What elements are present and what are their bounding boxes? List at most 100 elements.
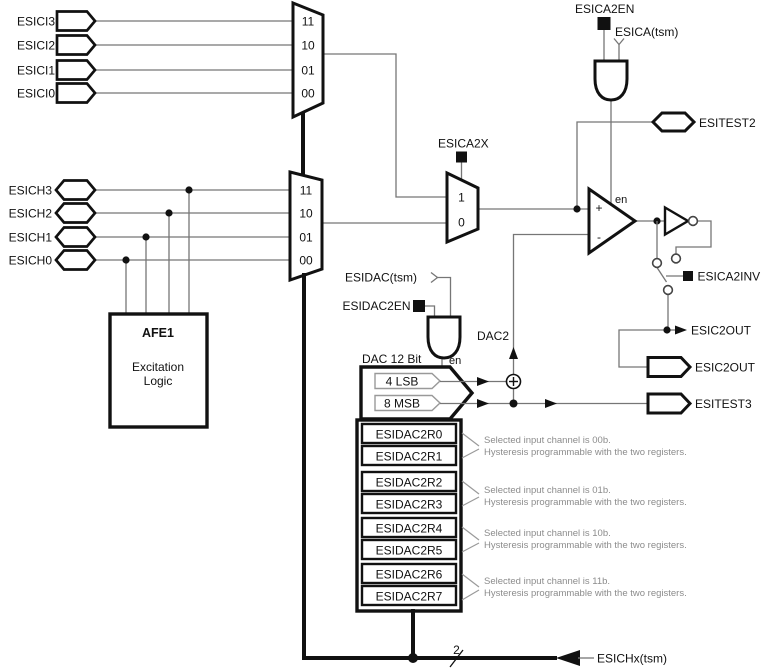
mux-sel-label: 01 — [299, 231, 313, 245]
inverter — [653, 205, 712, 254]
register-box — [360, 444, 458, 467]
esitest3-pin: ESITEST3 — [646, 392, 752, 415]
dac2-label: DAC2 — [477, 329, 509, 343]
tsm-chevron-icon — [430, 276, 438, 284]
annotation-bracket — [461, 542, 480, 553]
esica2x-mux: ESICA2X 1 0 — [438, 137, 589, 245]
register-box — [360, 422, 458, 445]
comparator-triangle — [587, 186, 638, 256]
switch-contact-icon — [670, 253, 682, 264]
annotation-line: Selected input channel is 10b. — [484, 528, 611, 539]
register-label: ESIDAC2R6 — [376, 568, 443, 582]
dac-enable-gate: ESIDAC(tsm) ESIDAC2EN en — [342, 271, 462, 367]
esica-tsm-label: ESICA(tsm) — [615, 25, 678, 39]
and-gate-icon — [593, 59, 629, 102]
pin-label: ESICI1 — [17, 64, 55, 78]
mux-sel-label: 11 — [300, 184, 313, 198]
mux-sel-label: 11 — [302, 15, 315, 29]
tsm-chevron-icon — [430, 271, 438, 279]
io-pin-icon — [54, 179, 97, 201]
register-label: ESIDAC2R0 — [376, 428, 443, 442]
esica2x-label: ESICA2X — [438, 137, 489, 151]
register-label: ESIDAC2R4 — [376, 522, 443, 536]
mux-in1-label: 1 — [458, 191, 465, 205]
io-pin-icon — [54, 249, 97, 271]
register-box — [360, 538, 458, 561]
output-pin-icon — [646, 392, 693, 415]
pin-label: ESICI2 — [17, 39, 55, 53]
afe1-desc: Excitation — [132, 360, 184, 374]
dac-registers: ESIDAC2R0 ESIDAC2R1 ESIDAC2R2 ESIDAC2R3 … — [355, 418, 463, 613]
pin-label: ESIC2OUT — [695, 361, 756, 375]
up-arrow-icon — [509, 347, 518, 359]
io-pin-icon — [650, 111, 697, 133]
signal-arrow-icon — [477, 399, 489, 408]
annotation-bracket — [461, 573, 480, 588]
afe1-block: AFE1 Excitation Logic — [108, 312, 209, 429]
control-square-icon — [456, 151, 467, 163]
register-annotations: Selected input channel is 00b. Hysteresi… — [461, 432, 687, 601]
pin-label: ESICH1 — [9, 231, 53, 245]
register-box — [360, 470, 458, 493]
pin-label: ESICH0 — [9, 254, 53, 268]
lsb-tag — [374, 372, 442, 390]
annotation-line: Hysteresis programmable with the two reg… — [484, 497, 687, 508]
register-box — [360, 516, 458, 539]
junction-dot — [142, 233, 150, 241]
mux-sel-label: 10 — [301, 39, 315, 53]
comparator-enable-gate: ESICA2EN ESICA(tsm) — [575, 2, 678, 205]
mux-sel-label: 00 — [299, 254, 313, 268]
input-pin-icon — [55, 59, 97, 81]
bus-label: ESICHx(tsm) — [597, 652, 667, 666]
input-pin-icon — [55, 34, 97, 56]
afe1-title: AFE1 — [142, 326, 174, 340]
mux-sel-label: 01 — [301, 64, 315, 78]
register-label: ESIDAC2R5 — [376, 544, 443, 558]
annotation-line: Selected input channel is 11b. — [484, 576, 610, 587]
and-gate-icon — [426, 315, 462, 360]
register-label: ESIDAC2R2 — [376, 476, 443, 490]
junction-dot — [509, 399, 518, 408]
switch-contact-icon — [651, 257, 663, 269]
junction-dot — [573, 205, 581, 213]
en-label: en — [615, 194, 627, 206]
esitest2-pin: ESITEST2 — [573, 111, 756, 213]
register-label: ESIDAC2R7 — [376, 590, 443, 604]
mux-sel-label: 10 — [299, 207, 313, 221]
pin-label: ESICI0 — [17, 87, 55, 101]
inverter-triangle — [663, 205, 691, 237]
pin-label: ESICI3 — [17, 15, 55, 29]
tsm-fork-icon — [613, 38, 620, 45]
tsm-fork-icon — [618, 38, 625, 45]
dac-title: DAC 12 Bit — [362, 352, 422, 366]
bus-width-label: 2 — [453, 643, 460, 657]
io-pin-icon — [54, 226, 97, 248]
select-bus: 2 ESICHx(tsm) — [302, 273, 667, 668]
register-label: ESIDAC2R3 — [376, 498, 443, 512]
minus-input-label: - — [597, 230, 601, 244]
ci-mux-output-wire — [323, 53, 447, 198]
esidac-tsm-label: ESIDAC(tsm) — [345, 271, 417, 285]
annotation-bracket — [461, 526, 480, 541]
pin-label: ESITEST3 — [695, 397, 752, 411]
control-square-icon — [683, 271, 693, 281]
annotation-line: Hysteresis programmable with the two reg… — [484, 447, 687, 458]
esic2out-signal: ESIC2OUT — [618, 324, 752, 368]
bus-width-slash-icon — [449, 649, 464, 668]
pin-label: ESITEST2 — [699, 116, 756, 130]
annotation-bracket — [461, 448, 480, 459]
annotation-line: Selected input channel is 00b. — [484, 435, 611, 446]
dac-block: DAC 12 Bit 4 LSB 8 MSB — [359, 352, 475, 421]
signal-label: ESIC2OUT — [691, 324, 752, 338]
control-square-icon — [413, 300, 425, 312]
afe1-box — [108, 312, 209, 429]
switch-contact-icon — [662, 284, 674, 296]
wire — [437, 276, 452, 317]
switch-lever — [656, 267, 668, 283]
lsb-label: 4 LSB — [386, 375, 419, 389]
wire — [425, 305, 436, 317]
msb-tag — [374, 394, 442, 412]
junction-dot — [408, 653, 418, 663]
